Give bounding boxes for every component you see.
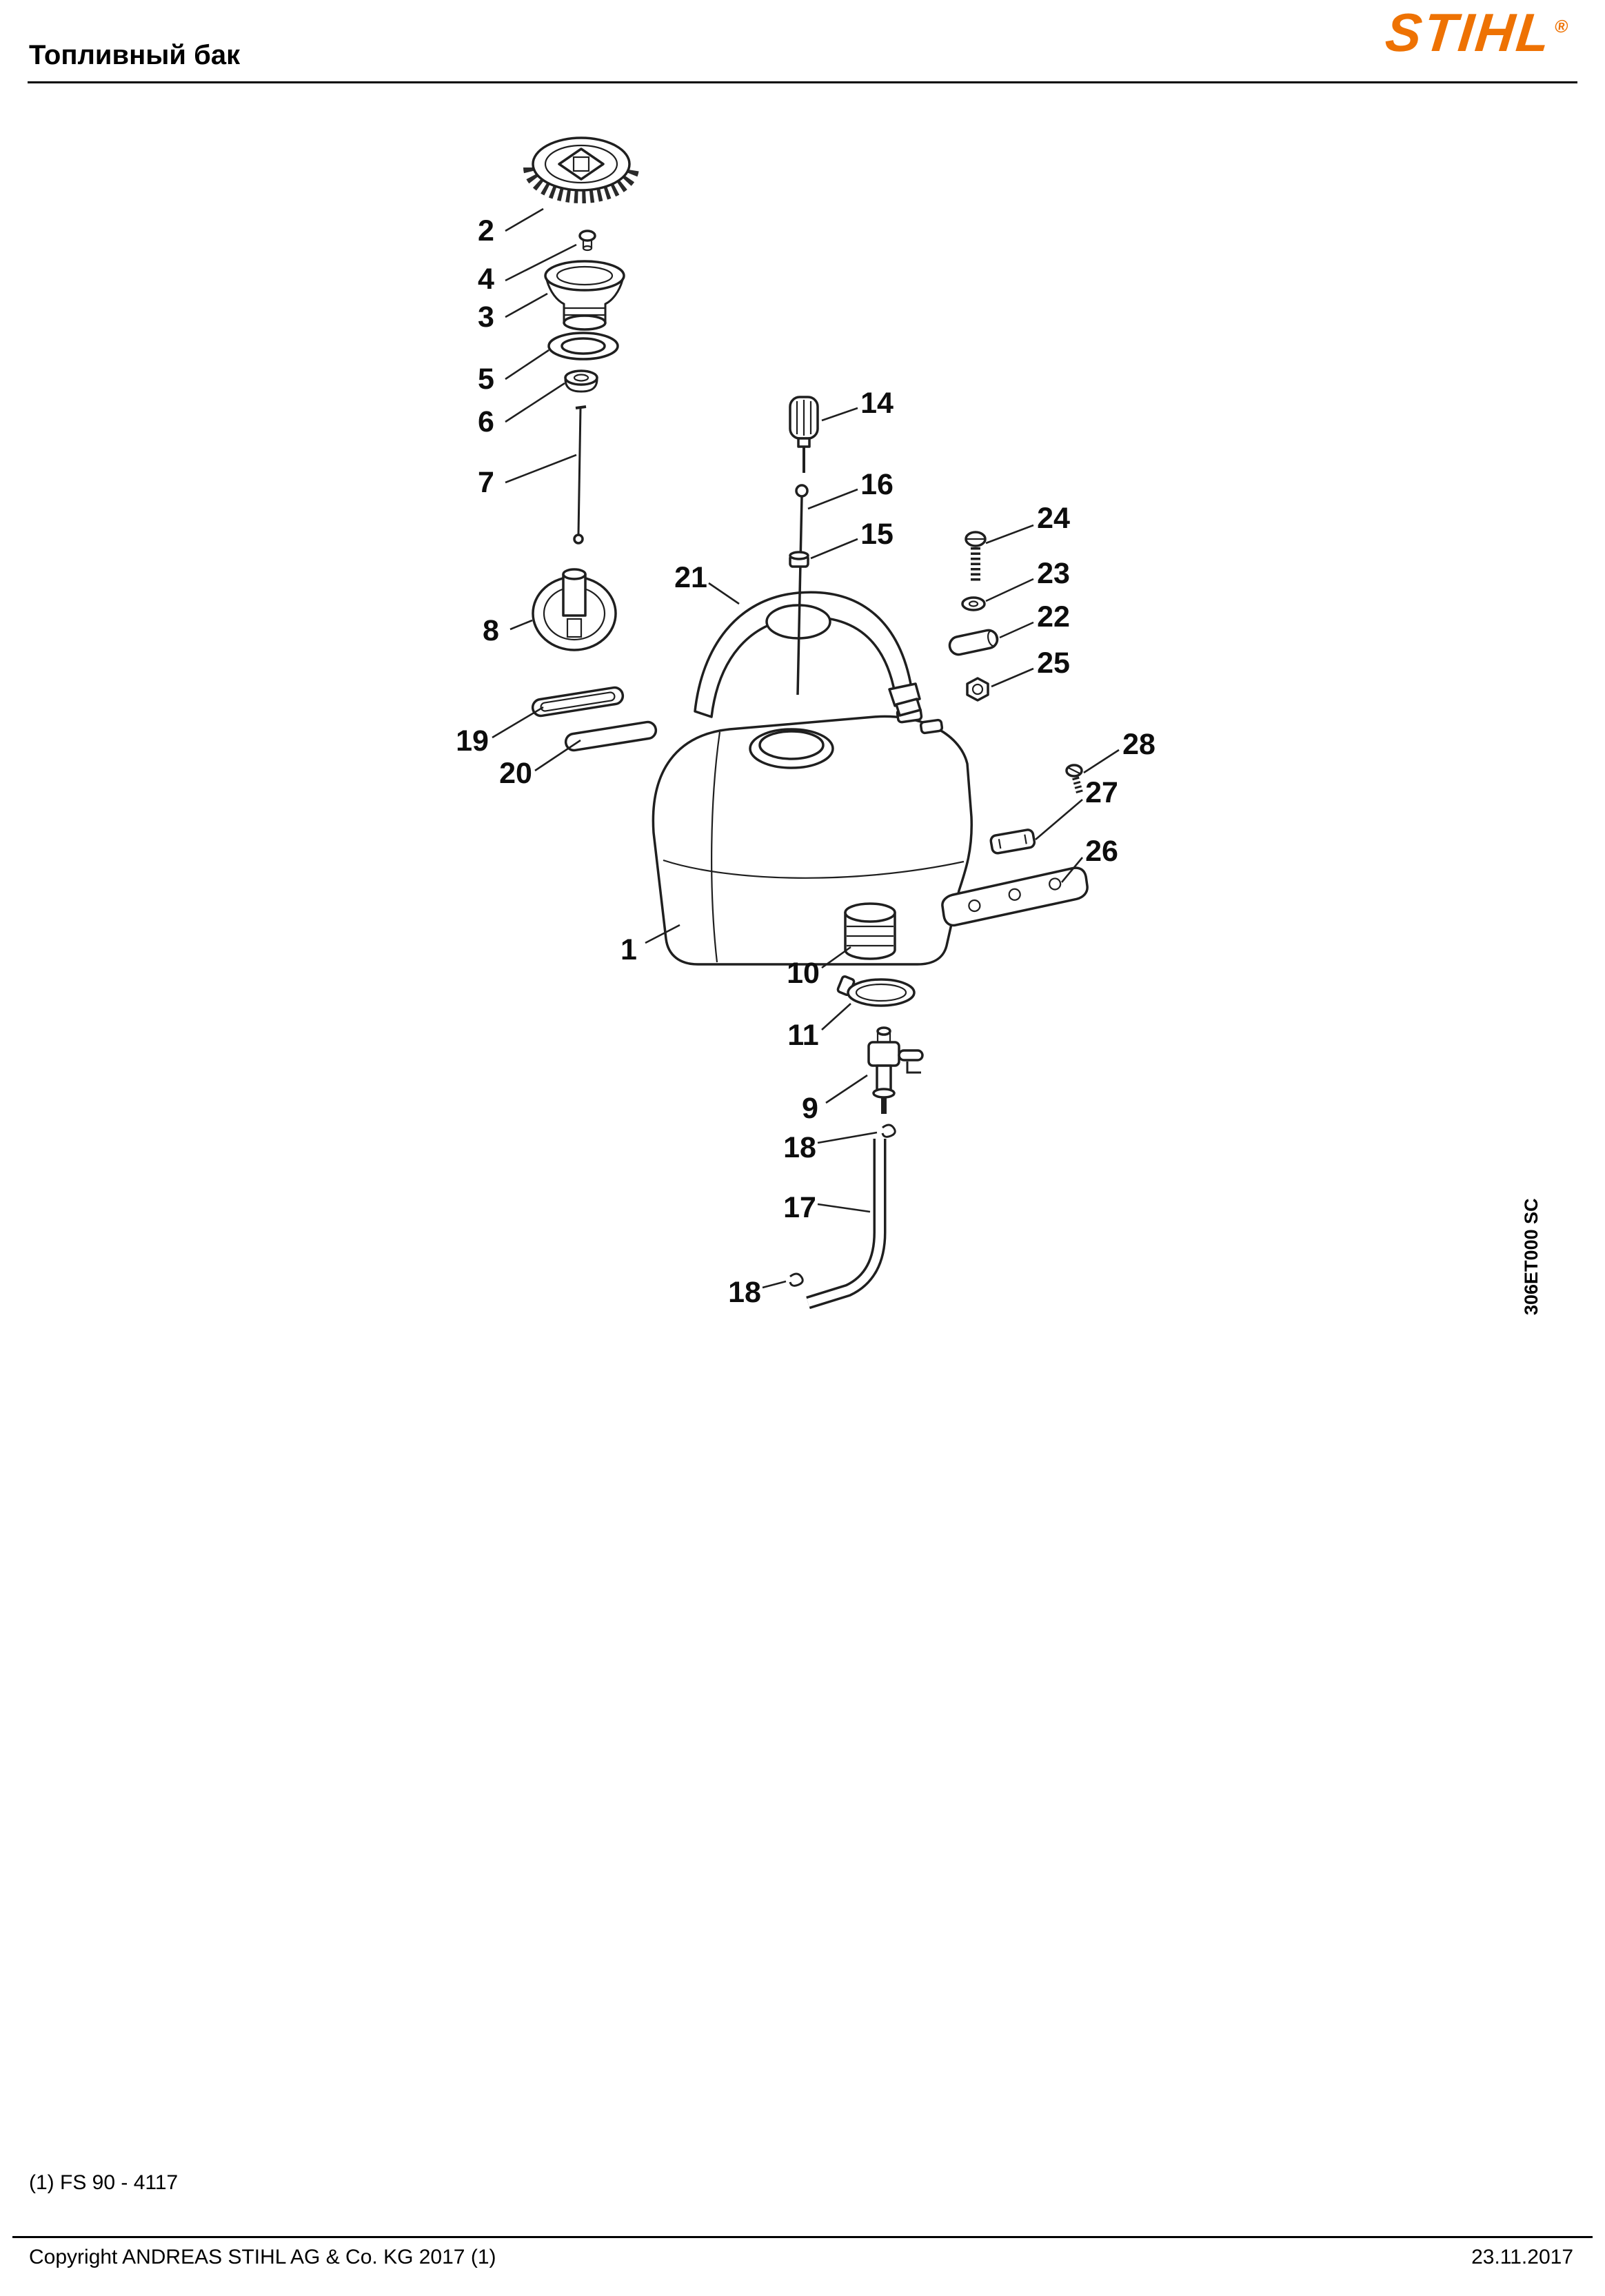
part-9-valve-icon	[867, 1026, 924, 1114]
callout-label-5: 5	[478, 363, 494, 396]
part-4-vent-valve-icon	[578, 230, 596, 252]
callout-leader-8	[509, 619, 533, 631]
callout-leader-2	[505, 207, 544, 232]
callout-leader-28	[1083, 749, 1120, 774]
part-8-pickup-body-icon	[532, 568, 617, 651]
callout-label-25: 25	[1037, 647, 1070, 680]
callout-leader-22	[999, 621, 1034, 639]
callout-leader-10	[821, 946, 851, 969]
part-19-pad-icon	[531, 686, 625, 718]
callout-label-8: 8	[483, 614, 499, 647]
header-divider	[28, 81, 1577, 83]
callout-leader-24	[985, 524, 1034, 545]
part-20-pad-icon	[564, 720, 658, 752]
callout-leader-4	[505, 243, 577, 282]
callout-label-7: 7	[478, 466, 494, 499]
callout-label-10: 10	[787, 957, 820, 990]
callout-label-20: 20	[499, 757, 532, 790]
callout-label-18: 18	[783, 1131, 816, 1164]
callout-label-14: 14	[860, 387, 894, 420]
callout-label-2: 2	[478, 214, 494, 247]
callout-leader-18	[762, 1280, 787, 1289]
callout-label-1: 1	[620, 933, 637, 966]
callout-leader-26	[1061, 857, 1083, 883]
callout-label-18: 18	[728, 1276, 761, 1309]
callout-label-24: 24	[1037, 502, 1070, 535]
callout-leader-1	[645, 924, 680, 944]
part-18-clip-upper-icon	[881, 1124, 896, 1138]
callout-label-17: 17	[783, 1191, 816, 1224]
part-17-fuel-hose-icon	[806, 1139, 887, 1310]
callout-label-27: 27	[1085, 776, 1118, 809]
part-26-bracket-icon	[941, 866, 1089, 927]
callout-label-9: 9	[802, 1092, 818, 1125]
callout-leader-9	[825, 1074, 868, 1104]
callout-leader-11	[821, 1003, 851, 1030]
doc-code-vertical: 306ET000 SC	[1521, 1198, 1542, 1315]
part-25-nut-icon	[966, 677, 989, 702]
part-10-filter-icon	[844, 902, 896, 960]
callout-leader-3	[505, 292, 548, 318]
page-title: Топливный бак	[29, 40, 241, 70]
part-18-clip-lower-icon	[789, 1272, 804, 1287]
part-5-gasket-icon	[547, 332, 619, 360]
part-22-spacer-icon	[948, 629, 999, 656]
callout-label-21: 21	[674, 561, 707, 594]
callout-leader-21	[708, 582, 740, 605]
callout-label-23: 23	[1037, 557, 1070, 590]
footer-divider	[12, 2236, 1593, 2238]
callout-leader-17	[817, 1203, 871, 1213]
callout-label-15: 15	[860, 518, 894, 551]
callout-label-28: 28	[1122, 728, 1155, 761]
model-note: (1) FS 90 - 4117	[29, 2171, 179, 2194]
part-28-screw-icon	[1065, 764, 1083, 794]
callout-leader-15	[810, 538, 858, 560]
part-11-clamp-icon	[836, 975, 916, 1007]
callout-leader-20	[534, 739, 581, 772]
part-2-fuel-cap-icon	[523, 136, 639, 203]
callout-label-26: 26	[1085, 835, 1118, 868]
part-3-filler-grommet-icon	[544, 260, 625, 331]
part-24-screw-icon	[965, 531, 987, 582]
part-6-bushing-icon	[564, 369, 598, 393]
callout-label-16: 16	[860, 468, 894, 501]
callout-leader-23	[985, 578, 1034, 602]
footer-date: 23.11.2017	[1471, 2246, 1573, 2268]
part-21-handle-bracket-icon	[694, 591, 922, 718]
part-14-screwdriver-icon	[789, 396, 819, 473]
footer-copyright: Copyright ANDREAS STIHL AG & Co. KG 2017…	[29, 2246, 496, 2268]
callout-leader-25	[991, 667, 1034, 688]
callout-label-3: 3	[478, 301, 494, 334]
callout-label-19: 19	[456, 724, 489, 758]
part-16-pull-rod-icon	[795, 484, 809, 695]
callout-leader-14	[821, 407, 858, 422]
callout-label-22: 22	[1037, 600, 1070, 633]
callout-leader-7	[505, 454, 577, 484]
callout-leader-5	[505, 349, 549, 380]
callout-label-6: 6	[478, 405, 494, 438]
callout-leader-18	[817, 1131, 878, 1144]
part-27-clip-icon	[989, 829, 1036, 855]
part-23-washer-icon	[961, 596, 986, 611]
callout-leader-16	[807, 488, 858, 510]
callout-leader-6	[505, 382, 565, 423]
callout-leader-19	[492, 706, 544, 739]
part-1-fuel-tank-icon	[652, 706, 973, 966]
part-15-collar-icon	[789, 551, 809, 568]
callout-label-4: 4	[478, 263, 494, 296]
part-7-retainer-wire-icon	[573, 405, 587, 545]
callout-leader-27	[1035, 799, 1083, 840]
callout-label-11: 11	[787, 1019, 818, 1052]
